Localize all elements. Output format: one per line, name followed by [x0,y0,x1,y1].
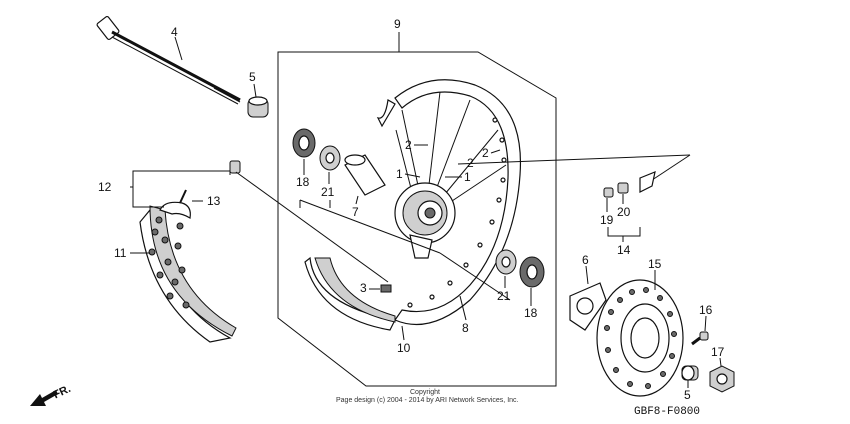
right-bearing-shape [495,249,517,275]
callout-21b: 21 [497,289,511,303]
tube-shape [159,201,191,219]
right-dust-seal-shape [519,256,545,288]
clip-fastener-shape [603,171,656,198]
callout-4: 4 [171,25,178,39]
callout-10: 10 [397,341,411,355]
copyright-text: Copyright [410,389,440,396]
callout-20: 20 [617,205,631,219]
valve-nut-shape [229,160,241,174]
brake-disc-shape [596,279,684,397]
callout-12: 12 [98,180,112,194]
callout-6: 6 [582,253,589,267]
left-dust-seal-shape [292,128,316,158]
diagram-code: GBF8-F0800 [634,406,700,418]
callout-9: 9 [394,17,401,31]
callout-18a: 18 [296,175,310,189]
front-direction-label: FR. [52,383,73,401]
callout-7: 7 [352,205,359,219]
callout-18b: 18 [524,306,538,320]
callout-16: 16 [699,303,713,317]
tire-shape [139,205,237,343]
callout-21a: 21 [321,185,335,199]
front-direction-arrow [30,390,58,406]
callout-1b: 1 [464,170,471,184]
callout-1a: 1 [396,167,403,181]
distance-collar-shape [344,154,386,196]
callout-14: 14 [617,243,631,257]
axle-shape [96,16,241,105]
hub-shape [394,182,456,259]
callout-13: 13 [207,194,221,208]
wheel-assembly-frame [277,51,557,387]
spoke-nipple-shape [380,284,392,293]
callout-3: 3 [360,281,367,295]
page-design-text: Page design (c) 2004 - 2014 by ARI Netwo… [336,397,519,404]
callout-2b: 2 [467,156,474,170]
right-collar-shape [681,365,699,381]
axle-nut-shape [709,365,735,393]
left-bearing-shape [319,145,341,171]
disc-cover-shape [569,282,607,331]
rim-shape [304,79,522,331]
callout-2c: 2 [482,146,489,160]
callout-17: 17 [711,345,725,359]
callout-5a: 5 [249,70,256,84]
callout-15: 15 [648,257,662,271]
callout-8: 8 [462,321,469,335]
collar-shape [247,96,269,118]
disc-bolt-shape [691,331,709,346]
callout-19: 19 [600,213,614,227]
callout-5b: 5 [684,388,691,402]
callout-2a: 2 [405,138,412,152]
callout-11: 11 [114,246,127,260]
